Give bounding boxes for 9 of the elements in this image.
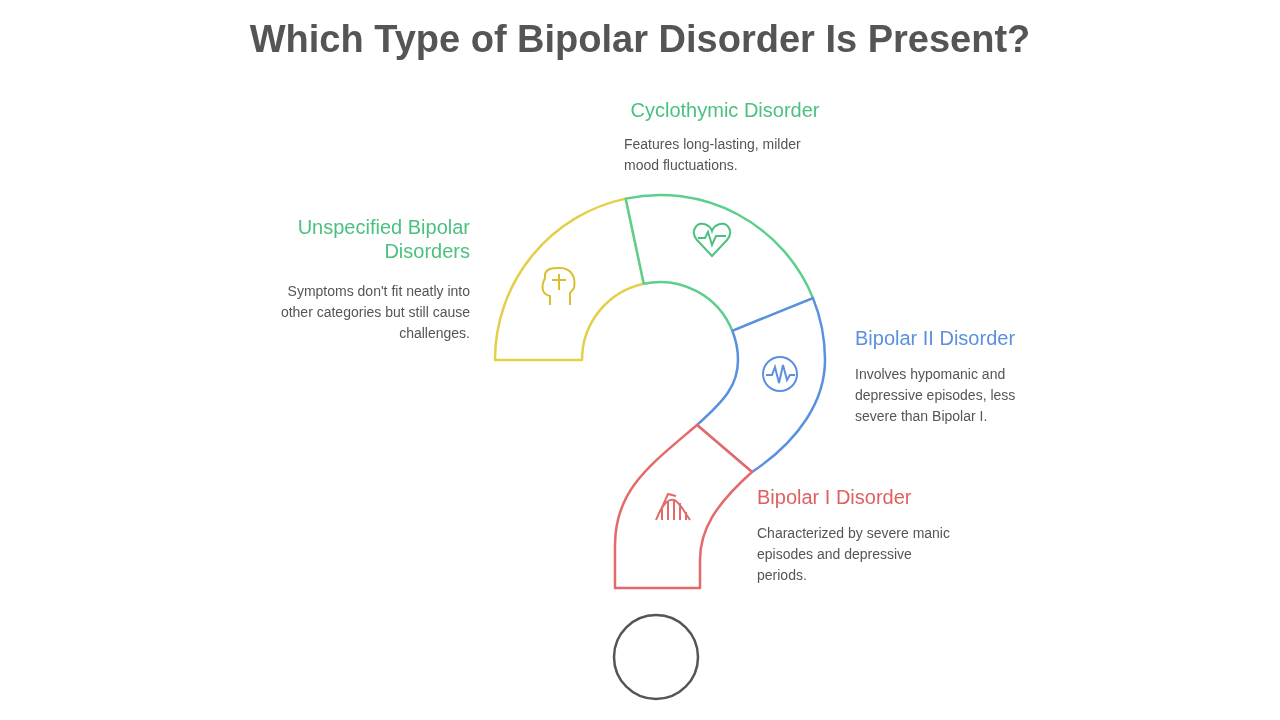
description: Features long-lasting, milder mood fluctuations. [624,135,802,175]
description: Involves hypomanic and depressive episodes, less severe than Bipolar I. [855,365,1017,426]
heading: Unspecified Bipolar Disorders [296,215,470,263]
title: Which Type of Bipolar Disorder Is Present? [248,18,1032,61]
heading: Bipolar II Disorder [855,326,1017,350]
description: Symptoms don't fit neatly into other categories but still cause challenges. [279,282,470,343]
description: Characterized by severe manic episodes and depressive periods. [757,524,951,585]
heading: Bipolar I Disorder [757,485,913,509]
heading: Cyclothymic Disorder [629,98,821,122]
